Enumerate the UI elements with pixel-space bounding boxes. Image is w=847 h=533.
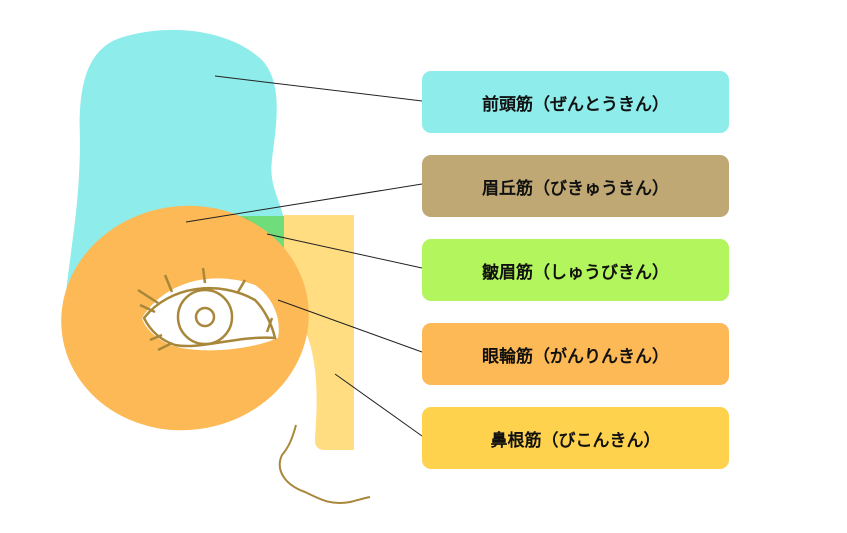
nose-outline (278, 424, 371, 504)
label-corrugator: 皺眉筋（しゅうびきん） (422, 239, 729, 301)
leader-line-brow (185, 183, 423, 223)
leader-line-frontalis (214, 75, 423, 102)
label-procerus: 鼻根筋（びこんきん） (422, 407, 729, 469)
label-orbicularis: 眼輪筋（がんりんきん） (422, 323, 729, 385)
leader-line-procerus (334, 373, 423, 437)
label-brow-ridge: 眉丘筋（びきゅうきん） (422, 155, 729, 217)
leader-line-orbicularis (277, 299, 423, 353)
leader-lines (185, 75, 423, 437)
leader-line-corrugator (266, 233, 423, 269)
eye-opening (142, 278, 279, 351)
label-frontalis: 前頭筋（ぜんとうきん） (422, 71, 729, 133)
eye-outline (137, 267, 277, 352)
procerus-region (284, 215, 354, 450)
